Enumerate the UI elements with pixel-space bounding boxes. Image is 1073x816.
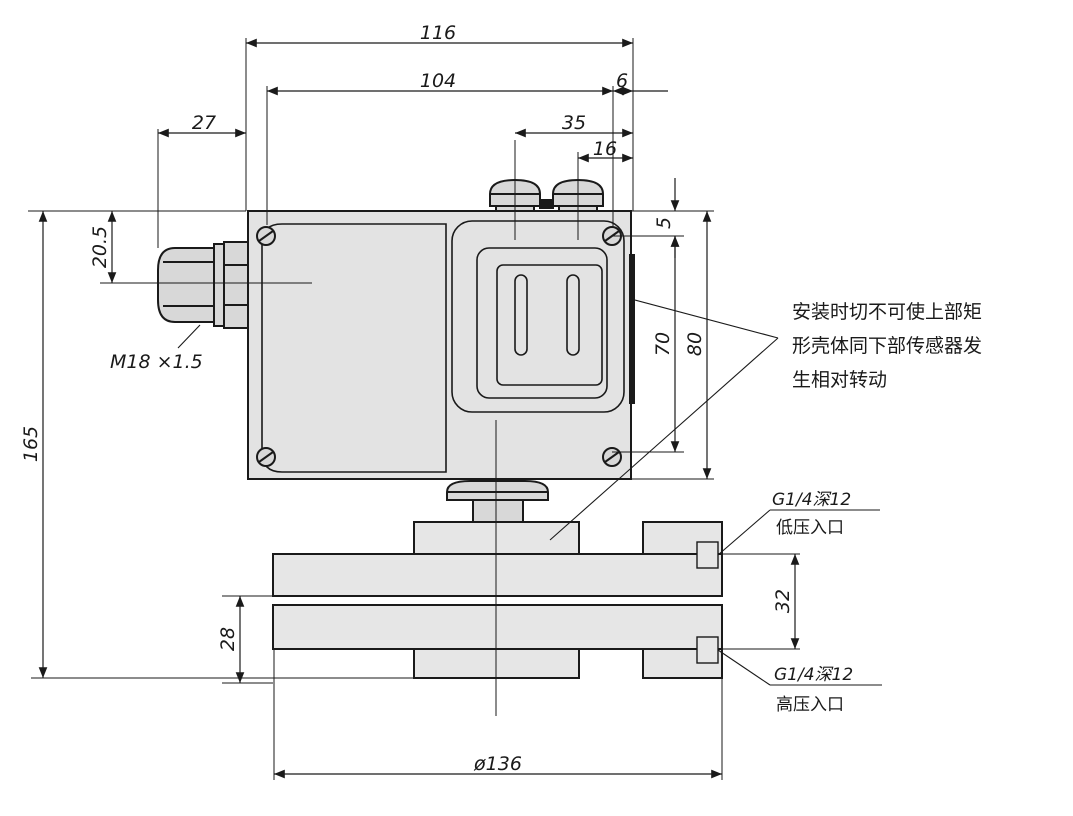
dim-80: 80 — [684, 332, 706, 356]
extension-lines — [28, 38, 800, 780]
dim-165: 165 — [20, 426, 42, 462]
dim-28: 28 — [217, 627, 239, 651]
dim-5: 5 — [653, 217, 675, 229]
dim-70: 70 — [652, 332, 674, 356]
high-port-name: 高压入口 — [776, 695, 844, 715]
note-line-1: 安装时切不可使上部矩 — [792, 301, 982, 323]
dim-6: 6 — [616, 70, 628, 92]
high-port-spec: G1/4深12 — [774, 665, 853, 685]
dim-104: 104 — [420, 70, 456, 92]
connecting-neck — [446, 480, 549, 523]
low-port-spec: G1/4深12 — [772, 490, 851, 510]
dim-20-5: 20.5 — [89, 226, 111, 268]
note-line-3: 生相对转动 — [792, 369, 887, 391]
dim-116: 116 — [420, 22, 456, 44]
sensor-body — [272, 521, 723, 679]
dim-27: 27 — [192, 112, 216, 134]
note-line-2: 形壳体同下部传感器发 — [792, 335, 982, 357]
dim-136: ø136 — [473, 753, 522, 775]
thread-label: M18 ×1.5 — [110, 351, 203, 373]
dimension-lines — [38, 38, 800, 779]
upper-housing — [247, 210, 635, 480]
low-port-name: 低压入口 — [776, 518, 844, 538]
dim-35: 35 — [562, 112, 586, 134]
center-lines — [100, 140, 579, 716]
dimension-labels: 116 104 6 27 35 16 5 20.5 70 80 165 32 2… — [20, 22, 794, 775]
installation-note: 安装时切不可使上部矩 形壳体同下部传感器发 生相对转动 — [792, 301, 982, 391]
dim-16: 16 — [593, 138, 617, 160]
top-knobs — [489, 178, 604, 212]
dim-32: 32 — [772, 589, 794, 613]
cable-gland — [157, 241, 249, 329]
port-labels: G1/4深12 低压入口 G1/4深12 高压入口 — [772, 490, 853, 715]
leader-lines — [177, 299, 882, 686]
